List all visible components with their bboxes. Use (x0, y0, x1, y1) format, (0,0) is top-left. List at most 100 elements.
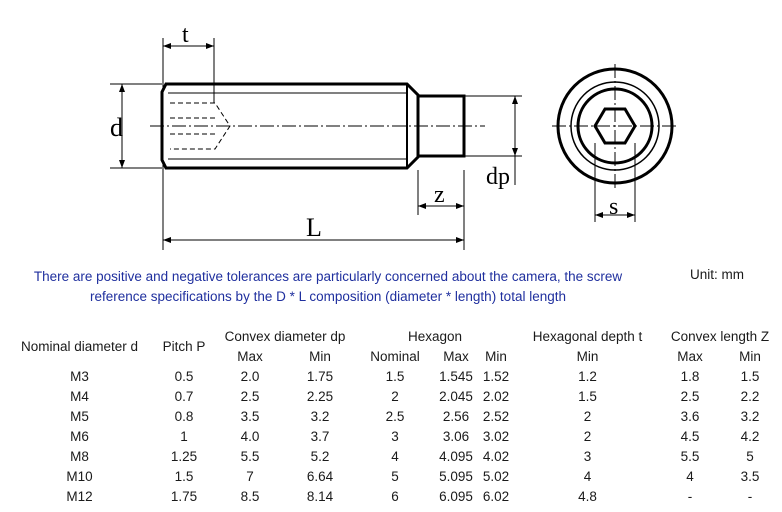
table-cell: 1.52 (482, 368, 510, 384)
table-cell: 8.14 (306, 488, 334, 504)
table-cell: 2.0 (240, 368, 260, 384)
table-cell: 6 (391, 488, 399, 504)
header-hex-depth: Hexagonal depth t (532, 328, 643, 344)
table-cell: 6.64 (306, 468, 334, 484)
table-cell: 0.7 (174, 388, 194, 404)
label-L: L (306, 213, 322, 242)
header-hexagon: Hexagon (407, 328, 463, 344)
table-cell: 2 (391, 388, 399, 404)
tolerance-note: There are positive and negative toleranc… (33, 269, 623, 304)
table-cell: 1.2 (578, 368, 597, 384)
table-cell: 2 (583, 408, 592, 424)
subheader-cell: Max (237, 348, 263, 364)
subheader-cell: Min (309, 348, 331, 364)
table-cell: 1.8 (680, 368, 700, 384)
spec-table: Nominal diameter d Pitch P Convex diamet… (6, 326, 780, 506)
label-t: t (182, 22, 189, 48)
table-cell: 1.25 (170, 448, 198, 464)
table-cell: 4 (583, 468, 592, 484)
table-cell: 3 (391, 428, 399, 444)
header-nominal-diameter: Nominal diameter d (20, 338, 139, 354)
header-pitch: Pitch P (162, 338, 206, 354)
table-cell: 5 (746, 448, 754, 464)
subheader-cell: Min (739, 348, 761, 364)
table-cell: 0.5 (174, 368, 194, 384)
table-cell: 4.5 (680, 428, 700, 444)
table-cell: 2.5 (680, 388, 700, 404)
table-cell: 3.5 (240, 408, 260, 424)
table-cell: M5 (70, 408, 89, 424)
table-cell: 2.02 (482, 388, 510, 404)
table-cell: M10 (66, 468, 93, 484)
table-cell: 3.6 (680, 408, 700, 424)
table-cell: 4.095 (439, 448, 473, 464)
table-cell: 2 (583, 428, 592, 444)
table-cell: - (687, 488, 693, 504)
table-row: M3 0.5 2.0 1.75 1.5 1.545 1.52 1.2 1.8 1.5 (6, 366, 780, 386)
table-cell: 4 (686, 468, 694, 484)
table-cell: 5.2 (310, 448, 330, 464)
table-cell: M3 (70, 368, 89, 384)
subheader-cell: Nominal (370, 348, 420, 364)
table-cell: M8 (70, 448, 89, 464)
table-cell: 1.5 (385, 368, 405, 384)
table-cell: 2.045 (439, 388, 473, 404)
subheader-cell: Max (677, 348, 703, 364)
table-cell: 8.5 (240, 488, 260, 504)
table-cell: 2.52 (482, 408, 510, 424)
table-cell: 2.2 (740, 388, 760, 404)
table-cell: 4.0 (240, 428, 260, 444)
table-cell: 1.545 (439, 368, 473, 384)
table-cell: - (747, 488, 753, 504)
table-cell: 3.2 (740, 408, 760, 424)
table-cell: 5.5 (680, 448, 700, 464)
table-cell: 3.02 (482, 428, 510, 444)
table-row: M12 1.75 8.5 8.14 6 6.095 6.02 4.8 - - (6, 486, 780, 506)
table-cell: 1.75 (306, 368, 334, 384)
table-cell: 3.5 (740, 468, 760, 484)
table-cell: 5 (391, 468, 399, 484)
subheader-cell: Max (443, 348, 469, 364)
table-cell: 4.8 (578, 488, 597, 504)
table-cell: 5.5 (240, 448, 260, 464)
table-cell: 0.8 (174, 408, 194, 424)
table-cell: M6 (70, 428, 89, 444)
table-row: M10 1.5 7 6.64 5 5.095 5.02 4 4 3.5 (6, 466, 780, 486)
screw-technical-drawing: t d dp z L s (110, 22, 678, 250)
table-cell: 6.02 (482, 488, 510, 504)
label-s: s (609, 194, 618, 220)
table-cell: 3.2 (310, 408, 330, 424)
table-cell: 2.5 (240, 388, 260, 404)
label-dp: dp (486, 164, 510, 190)
table-cell: 3 (583, 448, 592, 464)
table-cell: 5.02 (482, 468, 510, 484)
table-row: M5 0.8 3.5 3.2 2.5 2.56 2.52 2 3.6 3.2 (6, 406, 780, 426)
header-convex-length: Convex length Z (670, 328, 770, 344)
header-convex-diameter: Convex diameter dp (224, 328, 346, 344)
end-view-hex (593, 107, 637, 145)
table-cell: M12 (66, 488, 93, 504)
table-cell: 1.75 (170, 488, 198, 504)
unit-label: Unit: mm (690, 267, 744, 282)
table-cell: 1.5 (740, 368, 760, 384)
table-cell: 1 (180, 428, 188, 444)
label-d: d (110, 113, 123, 142)
table-cell: 4.2 (740, 428, 760, 444)
subheader-cell: Min (485, 348, 507, 364)
label-z: z (434, 182, 445, 208)
table-row: M4 0.7 2.5 2.25 2 2.045 2.02 1.5 2.5 2.2 (6, 386, 780, 406)
table-cell: 3.06 (442, 428, 470, 444)
table-cell: 2.5 (385, 408, 405, 424)
table-cell: 4 (391, 448, 399, 464)
table-cell: 6.095 (439, 488, 473, 504)
table-cell: M4 (70, 388, 89, 404)
table-cell: 2.25 (306, 388, 334, 404)
table-cell: 2.56 (442, 408, 470, 424)
table-cell: 1.5 (174, 468, 194, 484)
table-row: M6 1 4.0 3.7 3 3.06 3.02 2 4.5 4.2 (6, 426, 780, 446)
table-cell: 7 (246, 468, 254, 484)
table-cell: 3.7 (310, 428, 330, 444)
table-cell: 1.5 (578, 388, 597, 404)
table-cell: 5.095 (439, 468, 473, 484)
